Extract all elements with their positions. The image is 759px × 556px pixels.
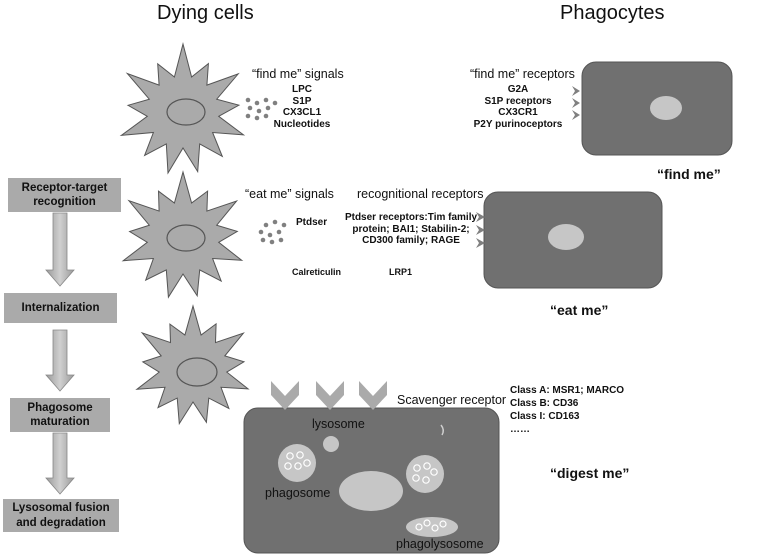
- find-me-receptor-list: G2A S1P receptors CX3CR1 P2Y purinocepto…: [473, 84, 563, 130]
- phagocyte-find-me: [572, 61, 733, 156]
- find-me-caption: “find me”: [657, 166, 721, 182]
- find-me-signal-list: LPC S1P CX3CL1 Nucleotides: [273, 84, 331, 130]
- recognitional-receptor-list: Ptdser receptors:Tim family protein; BAI…: [344, 212, 478, 246]
- step-arrows: [45, 212, 75, 495]
- nucleus: [176, 357, 218, 387]
- find-me-signal-dots: [245, 97, 278, 121]
- scavenger-receptor-label: Scavenger receptor: [397, 393, 507, 407]
- phagolysosome: [406, 517, 458, 537]
- eat-me-signals-title: “eat me” signals: [245, 187, 334, 201]
- step-receptor-target-recognition: Receptor-target recognition: [8, 178, 121, 212]
- scavenger-receptor-2: [316, 381, 344, 410]
- recognitional-receptors-title: recognitional receptors: [357, 187, 484, 201]
- header-dying-cells: Dying cells: [157, 2, 254, 24]
- phagosome: [278, 444, 316, 482]
- phagosome-2: [406, 455, 444, 493]
- header-phagocytes: Phagocytes: [560, 2, 665, 24]
- lrp1-label: LRP1: [389, 267, 413, 277]
- down-arrow-1: [45, 212, 75, 287]
- phagolysosome-label: phagolysosome: [396, 537, 484, 551]
- step-internalization: Internalization: [4, 293, 117, 323]
- phagocyte-digest-me: [243, 381, 500, 554]
- phagocyte-nucleus: [339, 471, 403, 511]
- lysosome: [323, 436, 339, 452]
- scavenger-receptor-3: [359, 381, 387, 410]
- nucleus: [166, 224, 206, 252]
- eat-me-signal-dots: [258, 219, 287, 245]
- down-arrow-2: [45, 329, 75, 392]
- phagosome-label: phagosome: [265, 486, 331, 500]
- scavenger-receptor-1: [271, 381, 299, 410]
- dying-cell-2: [121, 170, 244, 299]
- dying-cell-1: [119, 42, 246, 175]
- find-me-receptors-title: “find me” receptors: [470, 67, 575, 81]
- nucleus: [166, 98, 206, 126]
- eat-me-caption: “eat me”: [550, 302, 609, 318]
- eat-me-signal: Ptdser: [296, 217, 328, 228]
- calreticulin-label: Calreticulin: [292, 267, 342, 277]
- phagocyte-eat-me: [476, 191, 663, 289]
- scavenger-class-list: Class A: MSR1; MARCO Class B: CD36 Class…: [510, 385, 625, 435]
- step-phagosome-maturation: Phagosome maturation: [10, 398, 110, 432]
- digest-me-caption: “digest me”: [550, 465, 630, 481]
- lysosome-label: lysosome: [312, 417, 365, 431]
- down-arrow-3: [45, 432, 75, 495]
- find-me-signals-title: “find me” signals: [252, 67, 344, 81]
- dying-cell-3: [135, 304, 250, 426]
- step-lysosomal-fusion: Lysosomal fusion and degradation: [3, 499, 119, 532]
